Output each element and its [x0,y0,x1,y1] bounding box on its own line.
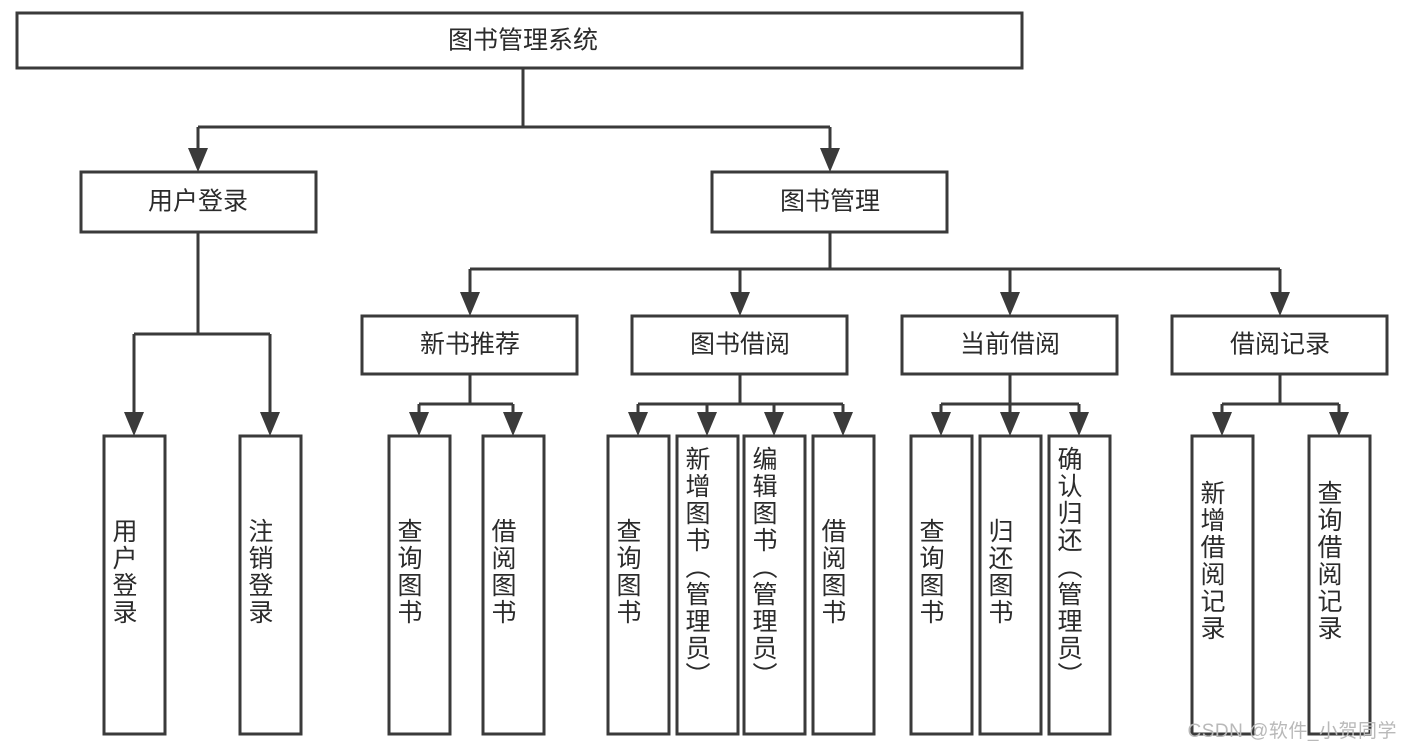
leaf-box-add-book[interactable] [675,434,740,736]
leaf-boxes [102,434,1372,736]
watermark-text: CSDN @软件_小贺同学 [1187,721,1397,742]
arrow-head-leaf-borrow-book-a [503,412,523,436]
leaf-box-borrow-book-b[interactable] [811,434,876,736]
node-user-login[interactable]: 用户登录 [79,170,318,234]
arrow-head-leaf-add-record [1212,412,1232,436]
connector-group-current-borrow-leaves [931,374,1089,436]
arrow-head-user-login [188,148,208,172]
arrow-head-leaf-query-book-c [931,412,951,436]
arrow-head-current-borrow [1000,292,1020,316]
arrow-head-leaf-borrow-book-b [833,412,853,436]
node-book-borrow-box[interactable] [630,314,849,376]
node-borrow-record[interactable]: 借阅记录 [1170,314,1389,376]
leaf-box-query-book-c[interactable] [909,434,974,736]
arrow-head-leaf-confirm-return [1069,412,1089,436]
arrow-head-leaf-query-book-b [628,412,648,436]
arrow-head-leaf-query-record [1329,412,1349,436]
arrow-head-leaf-user-login [124,412,144,436]
node-new-book-recommend-label: 新书推荐 [420,331,520,359]
node-current-borrow-label: 当前借阅 [960,331,1060,359]
arrow-head-book-borrow [730,292,750,316]
arrow-head-leaf-query-book-a [409,412,429,436]
node-user-login-label: 用户登录 [148,188,248,216]
connector-group-user-login-leaves [124,232,280,436]
node-root-box[interactable] [15,11,1024,70]
node-book-manage[interactable]: 图书管理 [710,170,949,234]
node-current-borrow-box[interactable] [900,314,1119,376]
leaf-box-logout-login[interactable] [238,434,303,736]
node-new-book-recommend[interactable]: 新书推荐 [360,314,579,376]
arrow-head-leaf-logout-login [260,412,280,436]
node-root[interactable]: 图书管理系统 [15,11,1024,70]
node-borrow-record-box[interactable] [1170,314,1389,376]
leaf-box-user-login[interactable] [102,434,167,736]
node-borrow-record-label: 借阅记录 [1230,331,1330,359]
leaf-box-query-record[interactable] [1307,434,1372,736]
connector-group-new-book-leaves [409,374,523,436]
node-new-book-recommend-box[interactable] [360,314,579,376]
node-book-manage-label: 图书管理 [780,188,880,216]
node-book-borrow[interactable]: 图书借阅 [630,314,849,376]
arrow-head-leaf-return-book [1000,412,1020,436]
node-book-borrow-label: 图书借阅 [690,331,790,359]
leaf-box-edit-book[interactable] [742,434,807,736]
connector-group-book-manage [460,232,1290,316]
leaf-box-query-book-b[interactable] [606,434,671,736]
node-user-login-box[interactable] [79,170,318,234]
connector-group-borrow-record-leaves [1212,374,1349,436]
arrow-head-borrow-record [1270,292,1290,316]
connector-group-book-borrow-leaves [628,374,853,436]
arrow-head-leaf-add-book [697,412,717,436]
node-book-manage-box[interactable] [710,170,949,234]
leaf-box-borrow-book-a[interactable] [481,434,546,736]
arrow-head-book-manage [820,148,840,172]
leaf-box-confirm-return[interactable] [1047,434,1112,736]
arrow-head-new-book [460,292,480,316]
leaf-box-return-book[interactable] [978,434,1043,736]
leaf-box-query-book-a[interactable] [387,434,452,736]
leaf-box-add-record[interactable] [1190,434,1255,736]
node-root-label: 图书管理系统 [448,27,598,55]
connector-group-root [188,68,840,172]
node-current-borrow[interactable]: 当前借阅 [900,314,1119,376]
arrow-head-leaf-edit-book [764,412,784,436]
